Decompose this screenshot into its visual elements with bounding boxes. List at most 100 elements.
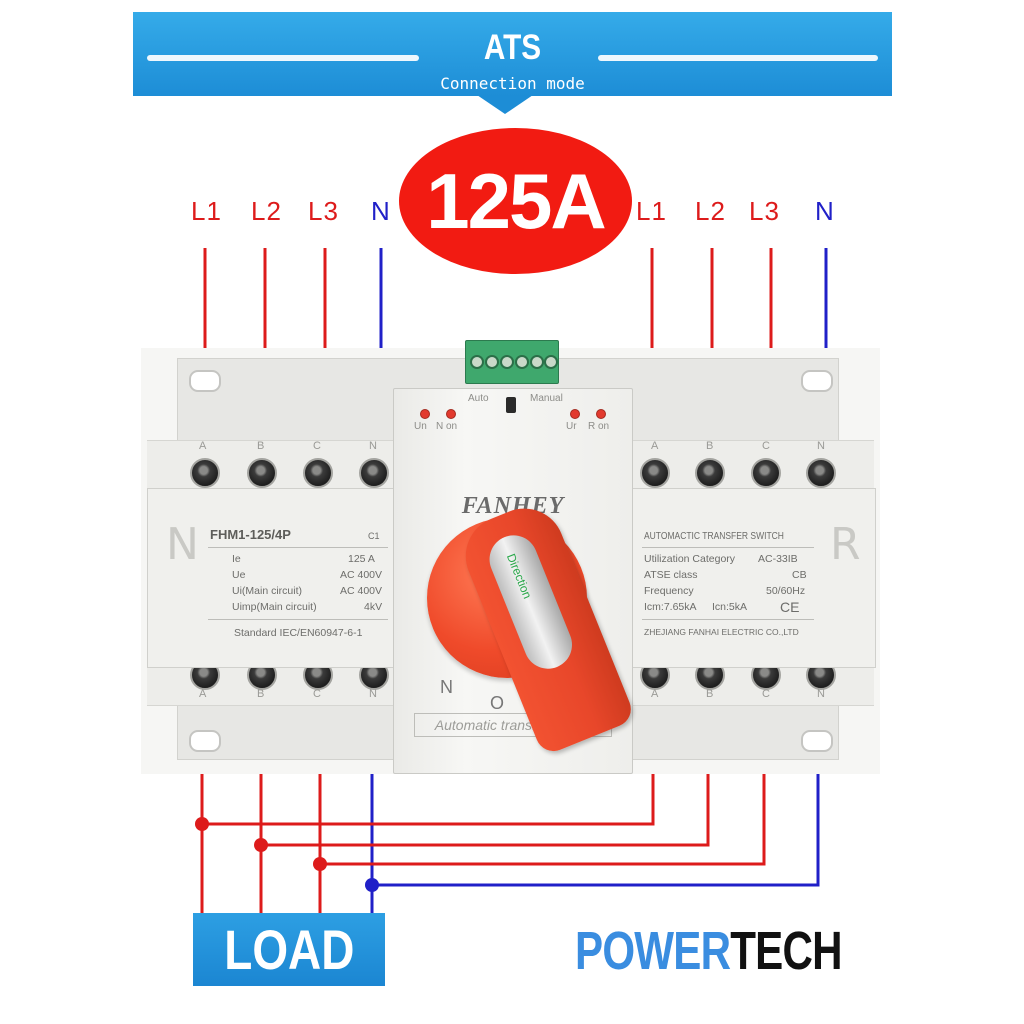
switch-type-title: AUTOMACTIC TRANSFER SWITCH — [644, 531, 784, 542]
mounting-hole-top-right — [801, 370, 833, 392]
spec-label-ui: Ui(Main circuit) — [232, 585, 303, 597]
junction-n — [365, 878, 379, 892]
phase-label-bottom-b: B — [257, 688, 265, 700]
terminal-screw — [695, 458, 725, 488]
bridge-n — [372, 770, 820, 887]
spec-value-ui: AC 400V — [340, 585, 383, 597]
current-rating-text: 125A — [426, 156, 606, 245]
phase-label-bottom-a-right: A — [651, 688, 659, 700]
load-label-box: LOAD — [193, 913, 385, 986]
mounting-hole-top-left — [189, 370, 221, 392]
led-label-ron: R on — [588, 421, 610, 432]
spec-label-frequency: Frequency — [644, 585, 694, 597]
spec-label-ie: Ie — [232, 553, 241, 565]
spec-value-ie: 125 A — [348, 553, 375, 565]
spec-label-icm: Icm:7.65kA — [644, 601, 697, 613]
terminal-label-left-n: N — [371, 196, 391, 226]
logo-part-tech: TECH — [730, 921, 842, 981]
model-number: FHM1-125/4P — [210, 527, 291, 542]
indicator-led-un — [420, 409, 430, 419]
phase-label-bottom-b-right: B — [706, 688, 714, 700]
mode-label-auto: Auto — [468, 393, 489, 404]
phase-label-top-n-right: N — [817, 440, 825, 452]
connector-pin — [515, 355, 529, 369]
spec-divider — [208, 619, 388, 620]
terminal-label-left-l1: L1 — [191, 196, 222, 226]
phase-label-top-n: N — [369, 440, 377, 452]
spec-value-ue: AC 400V — [340, 569, 383, 581]
led-label-non: N on — [436, 421, 458, 432]
terminal-screw — [359, 458, 389, 488]
terminal-screw — [751, 458, 781, 488]
phase-label-top-a: A — [199, 440, 207, 452]
spec-value-uimp: 4kV — [364, 601, 383, 613]
terminal-label-right-l1: L1 — [636, 196, 667, 226]
led-label-ur: Ur — [566, 421, 577, 432]
spec-value-category: AC-33IB — [758, 553, 798, 565]
junction-l2 — [254, 838, 268, 852]
phase-label-top-b-right: B — [706, 440, 714, 452]
spec-divider — [642, 619, 814, 620]
load-label: LOAD — [223, 918, 355, 981]
dial-mark-n: N — [440, 677, 453, 697]
terminal-label-left-l2: L2 — [251, 196, 282, 226]
phase-label-top-c-right: C — [762, 440, 770, 452]
phase-label-bottom-n-right: N — [817, 688, 825, 700]
banner-title: ATS — [483, 28, 542, 67]
auto-manual-toggle[interactable] — [506, 397, 516, 413]
phase-label-top-b: B — [257, 440, 265, 452]
source-letter-right: R — [830, 519, 861, 570]
control-terminal-connector — [465, 340, 559, 384]
junction-l1 — [195, 817, 209, 831]
connector-pin — [470, 355, 484, 369]
junction-l3 — [313, 857, 327, 871]
terminal-label-right-n: N — [815, 196, 835, 226]
terminal-screw — [303, 458, 333, 488]
phase-label-bottom-c: C — [313, 688, 321, 700]
terminal-label-right-l2: L2 — [695, 196, 726, 226]
indicator-led-non — [446, 409, 456, 419]
spec-value-icn: Icn:5kA — [712, 601, 748, 613]
logo-part-power: POWER — [575, 921, 731, 981]
ce-mark-icon: CE — [780, 599, 800, 615]
connector-pin — [485, 355, 499, 369]
bridge-l3 — [320, 770, 766, 866]
bridge-l2 — [261, 770, 710, 847]
terminal-label-left-l3: L3 — [308, 196, 339, 226]
spec-value-class: CB — [792, 569, 807, 581]
powertech-logo: POWERTECH — [575, 920, 843, 982]
standard-text: Standard IEC/EN60947-6-1 — [234, 627, 363, 639]
handle-direction-text: Direction — [503, 551, 535, 601]
terminal-screw — [190, 458, 220, 488]
left-breaker-housing: N FHM1-125/4P C1 Ie 125 A Ue AC 400V Ui(… — [147, 488, 395, 668]
terminal-screw — [806, 458, 836, 488]
spec-divider — [642, 547, 814, 548]
header-banner: ATS Connection mode — [133, 12, 892, 96]
banner-rule-left — [147, 55, 419, 61]
banner-rule-right — [598, 55, 878, 61]
connector-pin — [544, 355, 558, 369]
phase-label-top-a-right: A — [651, 440, 659, 452]
spec-divider — [208, 547, 388, 548]
right-breaker-housing: R AUTOMACTIC TRANSFER SWITCH Utilization… — [631, 488, 876, 668]
indicator-led-ur — [570, 409, 580, 419]
connector-pin — [500, 355, 514, 369]
connector-pin — [530, 355, 544, 369]
mode-label-manual: Manual — [530, 393, 563, 404]
terminal-screw — [247, 458, 277, 488]
spec-label-uimp: Uimp(Main circuit) — [232, 601, 317, 613]
led-label-un: Un — [414, 421, 427, 432]
mounting-hole-bottom-left — [189, 730, 221, 752]
current-rating-badge: 125A — [399, 128, 632, 274]
model-suffix: C1 — [368, 531, 380, 541]
banner-pointer — [477, 95, 533, 114]
bridge-l1 — [202, 770, 655, 826]
transfer-switch-device: A B C N A B C N A B C N A B C N N FHM1-1… — [141, 340, 880, 774]
spec-label-ue: Ue — [232, 569, 246, 581]
source-letter-left: N — [166, 519, 199, 570]
phase-label-bottom-c-right: C — [762, 688, 770, 700]
mounting-hole-bottom-right — [801, 730, 833, 752]
phase-label-bottom-n: N — [369, 688, 377, 700]
banner-subtitle: Connection mode — [440, 74, 585, 93]
